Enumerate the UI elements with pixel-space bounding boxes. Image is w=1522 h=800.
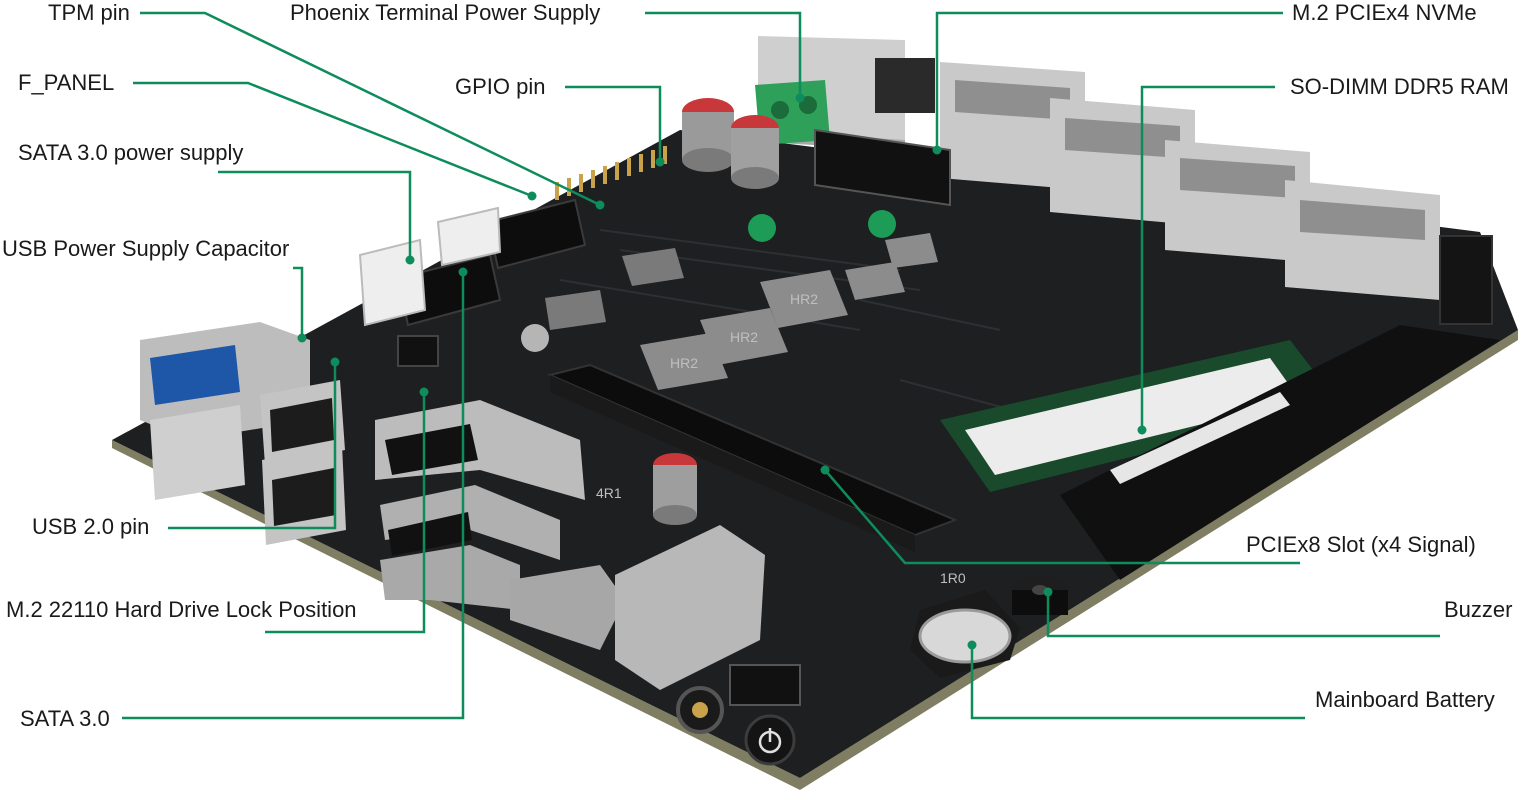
leader-sodimm xyxy=(1140,85,1275,430)
leader-buzzer xyxy=(1046,592,1440,638)
power-button xyxy=(744,714,796,766)
label-sata-power: SATA 3.0 power supply xyxy=(18,140,244,165)
label-sata3: SATA 3.0 xyxy=(20,706,110,731)
sd-card-slot xyxy=(510,565,625,650)
label-m2-nvme: M.2 PCIEx4 NVMe xyxy=(1292,0,1477,25)
leader-pcie xyxy=(824,469,1300,565)
lan-port xyxy=(940,62,1085,190)
motherboard: HR2 HR2 HR2 4R1 1R0 xyxy=(112,36,1518,790)
leader-sata3 xyxy=(122,272,465,720)
lan-ports xyxy=(758,36,1440,300)
label-battery: Mainboard Battery xyxy=(1315,687,1495,712)
leader-endpoints xyxy=(297,93,1147,650)
label-usb-capacitor: USB Power Supply Capacitor xyxy=(2,236,290,261)
leader-nvme xyxy=(935,11,1283,150)
lan-port xyxy=(1165,140,1310,262)
chip-label: 1R0 xyxy=(940,570,966,586)
label-pcie-slot: PCIEx8 Slot (x4 Signal) xyxy=(1246,532,1476,557)
leader-phoenix xyxy=(645,11,802,98)
leader-m2-lock xyxy=(265,392,426,634)
power-chips xyxy=(545,233,938,390)
chip-label: HR2 xyxy=(730,329,758,345)
gpio-header xyxy=(555,146,667,200)
label-gpio-pin: GPIO pin xyxy=(455,74,546,99)
chip-label: HR2 xyxy=(670,355,698,371)
chip-label: HR2 xyxy=(790,291,818,307)
hdmi-block xyxy=(875,58,935,113)
leader-usb-cap xyxy=(293,266,304,338)
leader-battery xyxy=(970,645,1305,720)
leader-gpio xyxy=(565,85,662,162)
label-sodimm: SO-DIMM DDR5 RAM xyxy=(1290,74,1509,99)
cmos-battery xyxy=(910,590,1020,678)
label-usb2-pin: USB 2.0 pin xyxy=(32,514,150,539)
standoff xyxy=(748,214,776,242)
label-f-panel: F_PANEL xyxy=(18,70,115,95)
buzzer xyxy=(1012,575,1068,615)
display-ports xyxy=(375,400,585,610)
screw xyxy=(521,324,549,352)
leader-usb2 xyxy=(168,362,337,530)
m2-nvme-slot xyxy=(814,128,951,207)
lan-port xyxy=(1285,180,1440,300)
label-tpm-pin: TPM pin xyxy=(48,0,130,25)
front-panel-header xyxy=(397,335,439,367)
label-phoenix-terminal: Phoenix Terminal Power Supply xyxy=(290,0,601,25)
lan-port xyxy=(1050,98,1195,225)
label-m2-lock: M.2 22110 Hard Drive Lock Position xyxy=(6,597,357,622)
leader-sata-power xyxy=(218,170,412,260)
leader-fpanel xyxy=(133,81,533,198)
leader-tpm xyxy=(140,11,601,207)
capacitors xyxy=(653,98,779,525)
audio-ports xyxy=(615,525,801,734)
rear-connector xyxy=(1439,235,1493,325)
leader-lines xyxy=(122,11,1440,720)
usb-ports xyxy=(140,322,346,545)
standoff xyxy=(868,210,896,238)
label-buzzer: Buzzer xyxy=(1444,597,1513,622)
sodimm-module xyxy=(940,325,1500,580)
chip-label: 4R1 xyxy=(596,485,622,501)
pcie-slot-body xyxy=(550,375,915,552)
